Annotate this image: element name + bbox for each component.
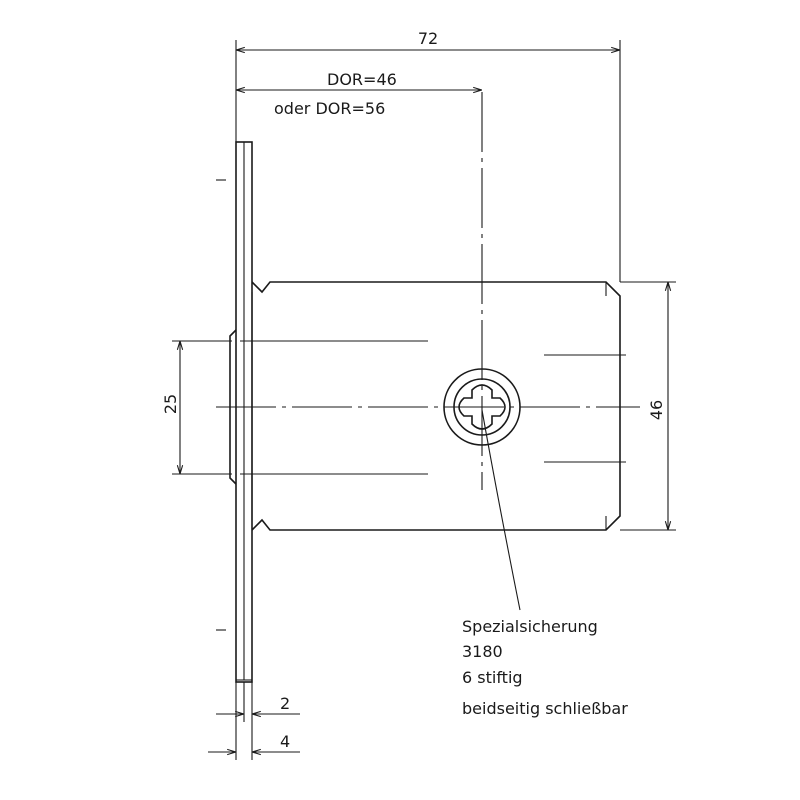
- annotation-block: Spezialsicherung 3180 6 stiftig beidseit…: [462, 617, 628, 718]
- annotation-title: Spezialsicherung: [462, 617, 598, 636]
- dimension-72: [235, 40, 621, 282]
- annotation-locking: beidseitig schließbar: [462, 699, 628, 718]
- annotation-part-number: 3180: [462, 642, 503, 661]
- leader-line: [481, 409, 521, 611]
- dim-label-4: 4: [280, 732, 290, 751]
- annotation-pins: 6 stiftig: [462, 668, 523, 687]
- dim-label-25: 25: [161, 394, 180, 414]
- dimension-4: [208, 682, 300, 760]
- dim-label-2: 2: [280, 694, 290, 713]
- dimension-2: [216, 682, 300, 722]
- lock-cylinder: [443, 368, 521, 446]
- dim-label-46: 46: [647, 400, 666, 420]
- lock-body: [229, 281, 621, 531]
- front-plate: [235, 141, 253, 683]
- dim-label-72: 72: [418, 29, 438, 48]
- dimension-46: [620, 281, 676, 531]
- dim-label-dor-alt: oder DOR=56: [274, 99, 385, 118]
- dimension-25: [172, 340, 232, 475]
- pin-lines: [216, 179, 626, 631]
- dim-label-dor: DOR=46: [327, 70, 397, 89]
